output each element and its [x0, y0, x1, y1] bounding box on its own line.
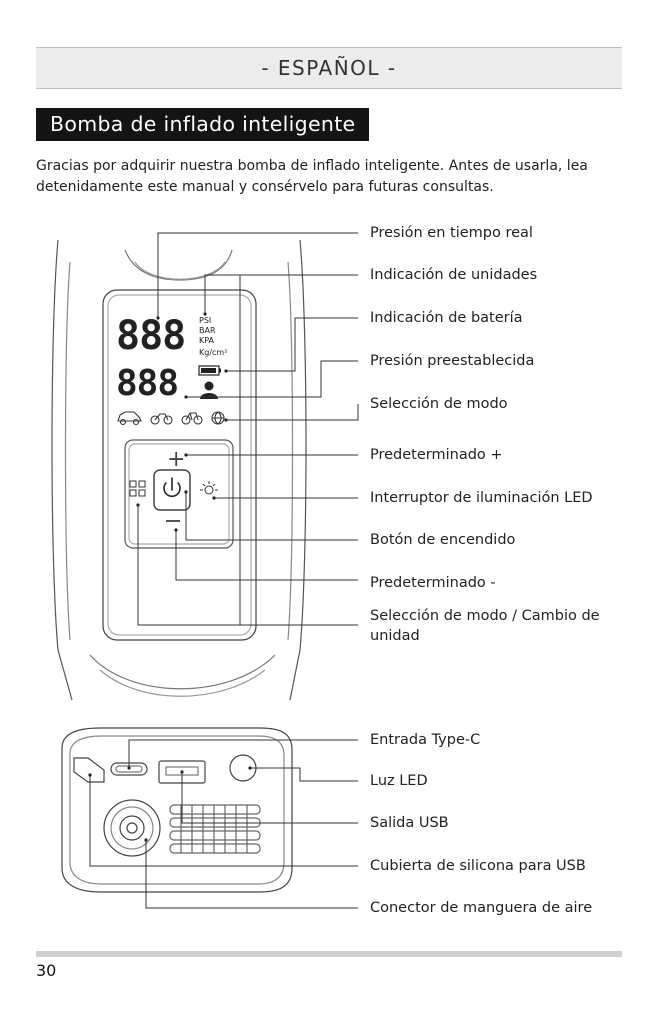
unit-psi: PSI — [199, 316, 211, 325]
plus-symbol: + — [167, 447, 185, 472]
power-icon — [163, 477, 181, 498]
label-realtime-pressure: Presión en tiempo real — [370, 225, 533, 241]
motorcycle-icon — [150, 413, 173, 425]
unit-kpa: KPA — [199, 336, 215, 345]
label-type-c-input: Entrada Type-C — [370, 732, 481, 748]
preset-pressure-digits: 888 — [116, 363, 178, 404]
label-usb-output: Salida USB — [370, 815, 449, 831]
power-button — [153, 469, 191, 511]
mode-grid-icon — [129, 480, 146, 497]
language-header: - ESPAÑOL - — [36, 47, 622, 89]
label-battery-indication: Indicación de batería — [370, 310, 523, 326]
footer-rule — [36, 951, 622, 957]
page-title: Bomba de inflado inteligente — [36, 108, 370, 141]
battery-icon — [198, 365, 221, 376]
label-preset-plus: Predeterminado + — [370, 447, 503, 463]
label-power-button: Botón de encendido — [370, 532, 516, 548]
air-hose-connector — [103, 799, 161, 857]
ball-icon — [211, 411, 225, 425]
control-panel — [124, 439, 234, 549]
label-preset-minus: Predeterminado - — [370, 575, 496, 591]
light-icon — [200, 481, 218, 495]
label-led-light: Luz LED — [370, 773, 428, 789]
bicycle-icon — [181, 412, 203, 425]
person-icon — [200, 381, 218, 399]
minus-symbol — [166, 520, 180, 522]
unit-bar: BAR — [199, 326, 216, 335]
label-air-hose-connector: Conector de manguera de aire — [370, 900, 593, 916]
vent-grill — [169, 804, 261, 854]
silicone-cover — [73, 757, 105, 783]
car-icon — [117, 411, 142, 426]
unit-kgcm: Kg/cm² — [199, 348, 227, 357]
label-silicone-cover: Cubierta de silicona para USB — [370, 858, 586, 874]
label-led-switch: Interruptor de iluminación LED — [370, 490, 593, 506]
intro-paragraph: Gracias por adquirir nuestra bomba de in… — [36, 158, 588, 195]
label-preset-pressure: Presión preestablecida — [370, 353, 535, 369]
page-number: 30 — [36, 961, 57, 980]
label-mode-unit-change: Selección de modo / Cambio de unidad — [370, 608, 600, 644]
bottom-device-outline — [61, 727, 293, 893]
label-mode-selection: Selección de modo — [370, 396, 508, 412]
label-unit-indication: Indicación de unidades — [370, 267, 538, 283]
device-body-outline — [51, 239, 73, 701]
realtime-pressure-digits: 888 — [116, 313, 185, 359]
screen-panel — [102, 289, 257, 641]
